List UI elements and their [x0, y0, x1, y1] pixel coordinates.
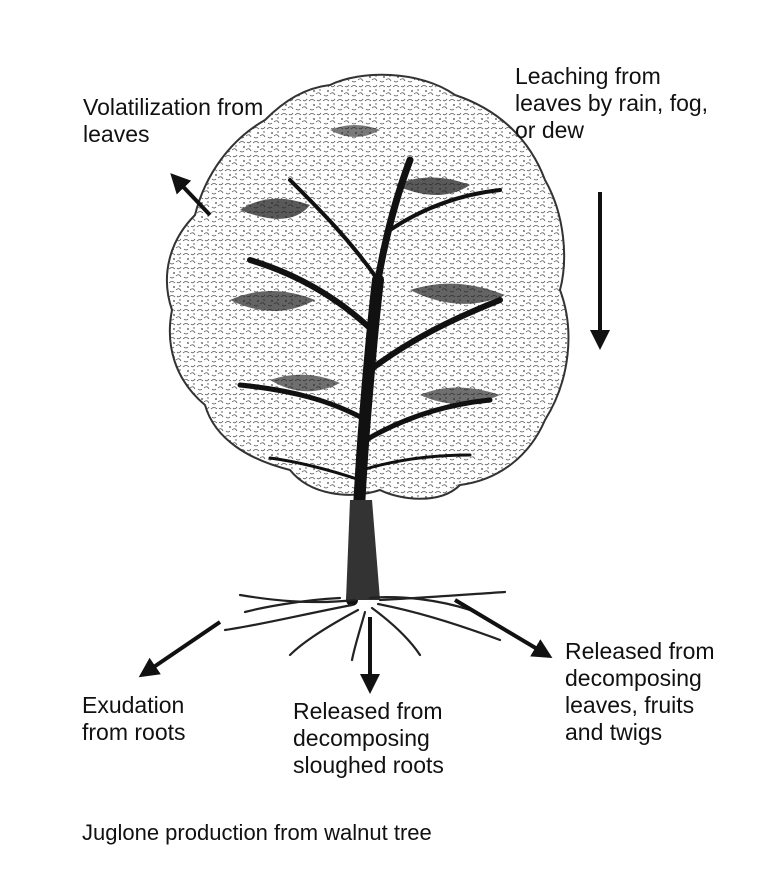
volatilization-arrow — [170, 173, 212, 217]
exudation-label: Exudation from roots — [82, 692, 186, 745]
released-leaves-label: Released from decomposing leaves, fruits… — [565, 638, 715, 745]
volatilization-label: Volatilization from leaves — [83, 94, 264, 147]
leaching-label: Leaching from leaves by rain, fog, or de… — [515, 63, 709, 143]
sloughed-roots-label: Released from decomposing sloughed roots — [293, 698, 444, 778]
diagram-caption: Juglone production from walnut tree — [82, 820, 432, 845]
exudation-arrow — [138, 620, 222, 678]
trunk-base — [346, 500, 380, 600]
tree-roots — [223, 590, 507, 662]
released-leaves-arrow — [453, 598, 553, 659]
